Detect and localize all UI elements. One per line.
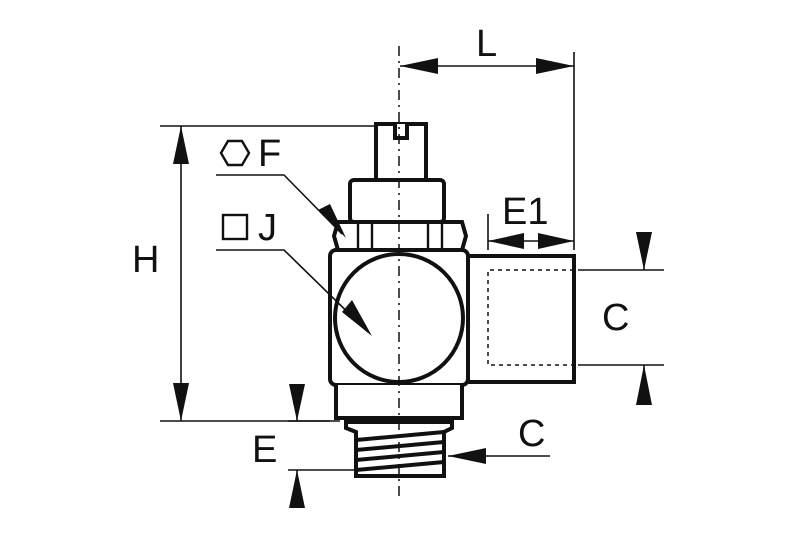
label-F: F	[258, 133, 281, 175]
label-C-side: C	[602, 297, 629, 339]
label-C-thread: C	[518, 413, 545, 455]
dimension-L: L	[400, 23, 575, 250]
dimension-C-thread: C	[448, 413, 550, 464]
label-H: H	[132, 239, 159, 281]
square-icon	[221, 213, 249, 241]
hexagon-icon	[219, 139, 251, 167]
callout-J: J	[216, 207, 372, 336]
dimension-E: E	[252, 384, 356, 508]
label-E: E	[252, 429, 277, 471]
label-E1: E1	[502, 191, 548, 233]
callout-F: F	[216, 133, 346, 238]
dimension-C-side: C	[578, 232, 664, 405]
side-tube-connector	[466, 254, 576, 384]
label-J: J	[258, 207, 277, 249]
thread-lines	[355, 430, 445, 472]
label-L: L	[476, 23, 497, 65]
hex-nut	[331, 220, 469, 252]
dimension-E1: E1	[487, 191, 574, 250]
lock-nut-shoulder	[348, 178, 446, 224]
